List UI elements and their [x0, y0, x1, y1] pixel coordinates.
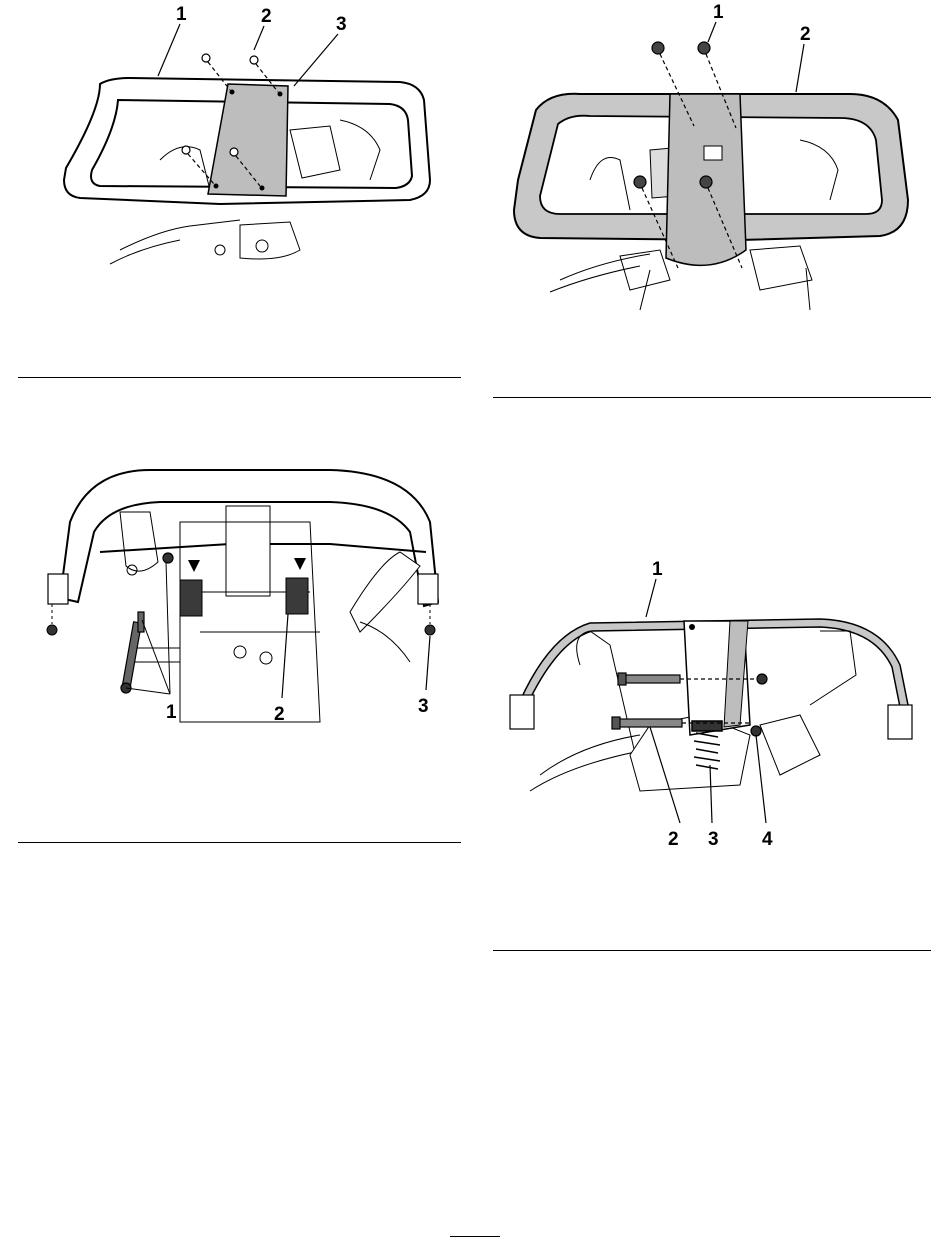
- callout-3: 3: [336, 14, 347, 35]
- callout-1: 1: [652, 559, 663, 580]
- figure-handle-bar-spring-drawing: 1: [500, 555, 920, 855]
- callout-4: 4: [762, 829, 773, 850]
- divider-top-left: [18, 377, 461, 378]
- figure-handle-bar-spring: 1: [500, 555, 920, 855]
- figure-switch-bolts: 1 2 3: [30, 462, 460, 732]
- figure-handle-cover-drawing: 1 2 3: [40, 0, 460, 290]
- left-bracket: [48, 574, 68, 604]
- figure-handle-bar-mount-drawing: 1 2: [500, 0, 920, 320]
- right-bracket: [418, 574, 438, 604]
- divider-bottom-right: [493, 950, 931, 951]
- nut-left: [47, 625, 57, 635]
- callout-3: 3: [708, 829, 719, 850]
- callout-2: 2: [800, 24, 811, 45]
- divider-bottom-left: [18, 842, 461, 843]
- callout-1: 1: [713, 2, 724, 23]
- callout-1: 1: [166, 702, 177, 723]
- callout-2: 2: [668, 829, 679, 850]
- nut-right: [425, 625, 435, 635]
- figure-switch-bolts-drawing: 1 2 3: [30, 462, 460, 732]
- callout-2: 2: [261, 6, 272, 27]
- machinery-outline: [120, 506, 420, 722]
- center-column: [684, 621, 750, 735]
- figure-handle-bar-mount: 1 2: [500, 0, 920, 320]
- figure-handle-cover: 1 2 3: [40, 0, 460, 290]
- divider-top-right: [493, 397, 931, 398]
- callout-1: 1: [176, 4, 187, 25]
- page-footer-rule: [450, 1236, 500, 1237]
- callout-2: 2: [274, 704, 285, 725]
- callout-3: 3: [418, 696, 429, 717]
